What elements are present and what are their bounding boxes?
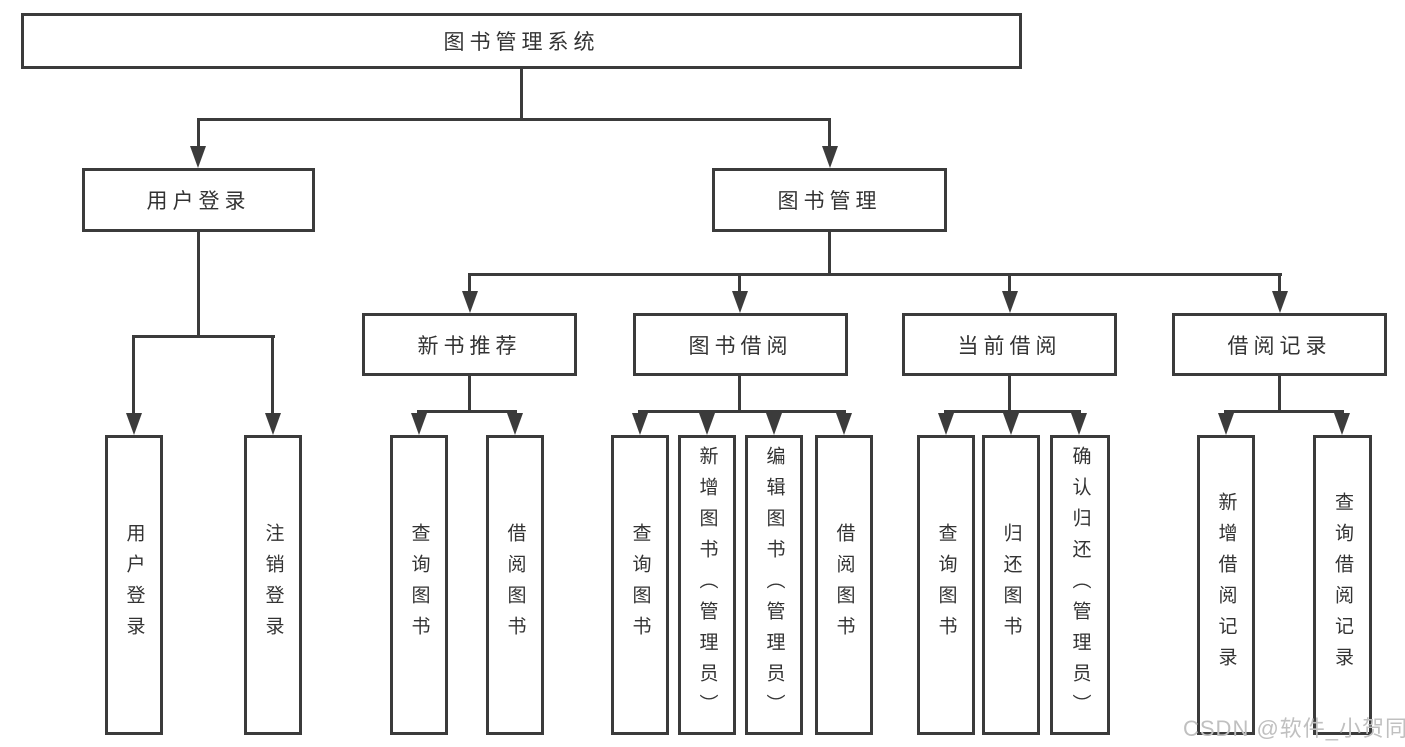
connector-line: [271, 335, 274, 417]
connector-line: [468, 273, 471, 295]
arrowhead-icon: [1334, 413, 1350, 435]
node-borrowing-records: 借阅记录: [1172, 313, 1387, 376]
arrowhead-icon: [190, 146, 206, 168]
leaf-query-books-recommend: 查询图书: [390, 435, 448, 735]
leaf-edit-book-admin: 编辑图书（管理员）: [745, 435, 803, 735]
connector-line: [828, 232, 831, 276]
arrowhead-icon: [411, 413, 427, 435]
connector-line: [1278, 273, 1281, 295]
leaf-add-book-admin: 新增图书（管理员）: [678, 435, 736, 735]
connector-line: [468, 273, 1282, 276]
connector-line: [1008, 273, 1011, 295]
leaf-query-borrow-record: 查询借阅记录: [1313, 435, 1372, 735]
node-library-system: 图书管理系统: [21, 13, 1022, 69]
arrowhead-icon: [1002, 291, 1018, 313]
arrowhead-icon: [822, 146, 838, 168]
connector-line: [197, 232, 200, 338]
connector-line: [828, 118, 831, 150]
connector-line: [417, 410, 517, 413]
arrowhead-icon: [699, 413, 715, 435]
connector-line: [638, 410, 846, 413]
connector-line: [468, 376, 471, 413]
arrowhead-icon: [938, 413, 954, 435]
arrowhead-icon: [732, 291, 748, 313]
node-book-borrowing: 图书借阅: [633, 313, 848, 376]
leaf-return-book: 归还图书: [982, 435, 1040, 735]
node-user-login: 用户登录: [82, 168, 315, 232]
leaf-confirm-return-admin: 确认归还（管理员）: [1050, 435, 1110, 735]
leaf-query-books-borrowing: 查询图书: [611, 435, 669, 735]
connector-line: [520, 69, 523, 121]
arrowhead-icon: [265, 413, 281, 435]
connector-line: [197, 118, 831, 121]
leaf-query-books-current: 查询图书: [917, 435, 975, 735]
arrowhead-icon: [836, 413, 852, 435]
node-current-borrowing: 当前借阅: [902, 313, 1117, 376]
connector-line: [1224, 410, 1344, 413]
leaf-add-borrow-record: 新增借阅记录: [1197, 435, 1255, 735]
leaf-user-login: 用户登录: [105, 435, 163, 735]
arrowhead-icon: [766, 413, 782, 435]
connector-line: [738, 273, 741, 295]
node-new-book-recommendation: 新书推荐: [362, 313, 577, 376]
connector-line: [738, 376, 741, 413]
arrowhead-icon: [632, 413, 648, 435]
node-book-management: 图书管理: [712, 168, 947, 232]
connector-line: [197, 118, 200, 150]
connector-line: [1278, 376, 1281, 413]
arrowhead-icon: [462, 291, 478, 313]
leaf-borrow-books-borrowing: 借阅图书: [815, 435, 873, 735]
leaf-borrow-books-recommend: 借阅图书: [486, 435, 544, 735]
arrowhead-icon: [1218, 413, 1234, 435]
connector-line: [944, 410, 1081, 413]
leaf-logout-login: 注销登录: [244, 435, 302, 735]
connector-line: [132, 335, 275, 338]
arrowhead-icon: [1071, 413, 1087, 435]
watermark-csdn: CSDN @软件_小贺同学: [1183, 716, 1405, 741]
arrowhead-icon: [507, 413, 523, 435]
arrowhead-icon: [1272, 291, 1288, 313]
arrowhead-icon: [1003, 413, 1019, 435]
connector-line: [1008, 376, 1011, 413]
connector-line: [132, 335, 135, 417]
arrowhead-icon: [126, 413, 142, 435]
